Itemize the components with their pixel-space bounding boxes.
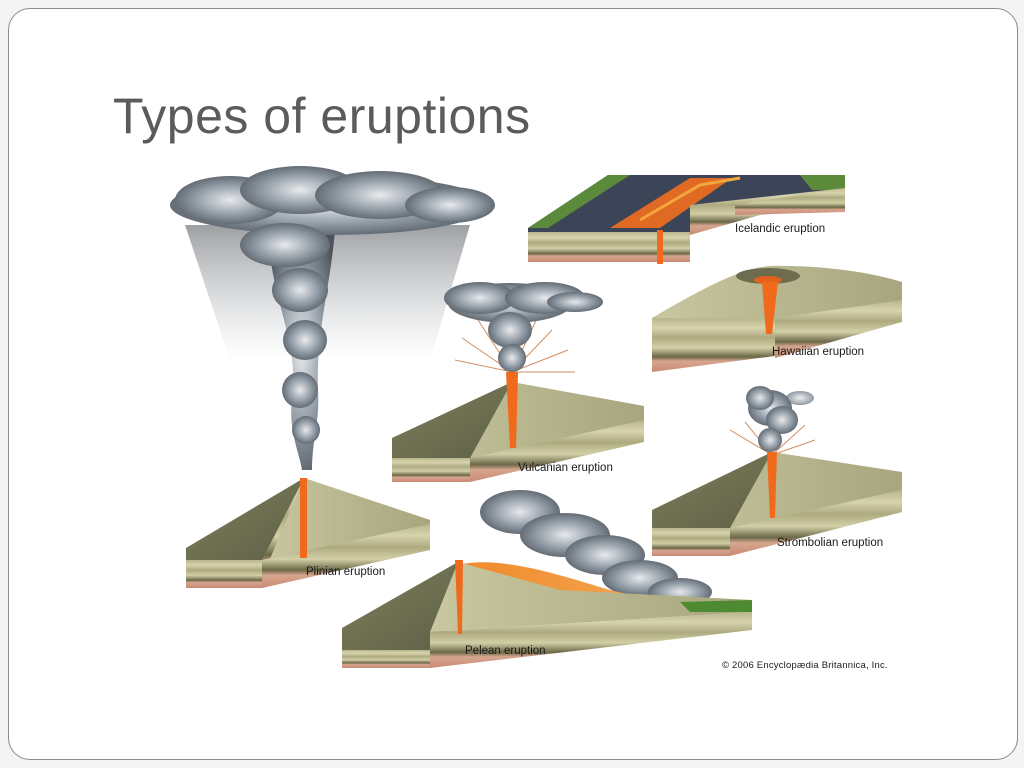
hawaiian-volcano — [652, 265, 902, 372]
label-strombolian: Strombolian eruption — [777, 537, 884, 549]
slide-title: Types of eruptions — [113, 88, 531, 144]
label-icelandic: Icelandic eruption — [735, 223, 826, 235]
label-pelean: Pelean eruption — [465, 645, 546, 657]
copyright-credit: © 2006 Encyclopædia Britannica, Inc. — [722, 660, 888, 671]
pelean-volcano — [342, 490, 752, 668]
label-vulcanian: Vulcanian eruption — [518, 462, 613, 474]
plinian-volcano — [170, 166, 495, 588]
vulcanian-volcano — [392, 282, 644, 482]
label-hawaiian: Hawaiian eruption — [772, 346, 865, 358]
strombolian-volcano — [652, 386, 902, 556]
label-plinian: Plinian eruption — [306, 566, 386, 578]
icelandic-volcano — [528, 175, 845, 264]
